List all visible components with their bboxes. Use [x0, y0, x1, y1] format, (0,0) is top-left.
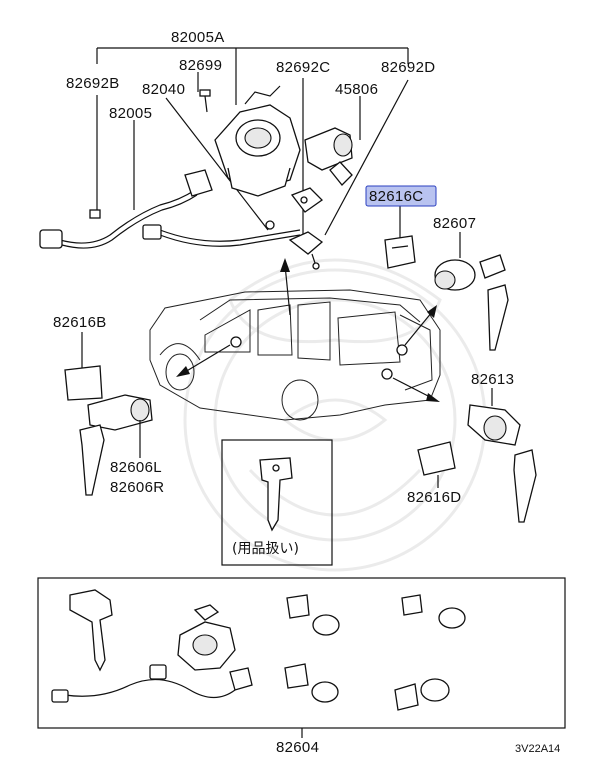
label-82692B: 82692B	[66, 75, 120, 92]
label-82692C: 82692C	[276, 59, 330, 76]
retainer-82616C	[384, 235, 416, 269]
label-82616D: 82616D	[407, 489, 461, 506]
ignition-cylinder-82692C	[304, 127, 353, 186]
retainer-82616D	[417, 441, 456, 476]
label-82699: 82699	[179, 57, 222, 74]
door-lock-cylinder-82607	[434, 254, 509, 351]
label-45806: 45806	[335, 81, 378, 98]
wire-harness-82005	[39, 169, 301, 249]
label-82616C: 82616C	[369, 188, 423, 205]
key-accessory-box	[221, 439, 333, 566]
highlight-82616C	[365, 185, 437, 207]
label-82040: 82040	[142, 81, 185, 98]
lock-cylinder-82613	[467, 404, 537, 523]
arrow-to-82613	[381, 368, 440, 402]
label-82607: 82607	[433, 215, 476, 232]
label-82604: 82604	[276, 739, 319, 756]
leader-lines-82005A	[96, 47, 409, 236]
label-82005A: 82005A	[171, 29, 225, 46]
arrow-to-ignition	[280, 258, 291, 316]
label-82606R: 82606R	[110, 479, 164, 496]
switch-82692D	[288, 231, 324, 270]
label-82692D: 82692D	[381, 59, 435, 76]
steering-lock-housing	[214, 85, 301, 197]
retainer-82616B	[64, 365, 103, 401]
label-82616B: 82616B	[53, 314, 107, 331]
label-82606L: 82606L	[110, 459, 162, 476]
label-82005: 82005	[109, 105, 152, 122]
arrow-to-82607	[396, 305, 437, 356]
bolt-82699	[199, 89, 211, 113]
key-accessory-note: (用品扱い)	[232, 541, 299, 557]
lock-set-kit-box	[37, 577, 566, 738]
vehicle-outline	[149, 289, 441, 421]
figure-code: 3V22A14	[515, 743, 560, 755]
arrow-to-door-lock-left	[176, 336, 242, 377]
door-lock-cylinder-82606	[79, 394, 153, 496]
switch-82040	[290, 187, 324, 213]
label-82613: 82613	[471, 371, 514, 388]
